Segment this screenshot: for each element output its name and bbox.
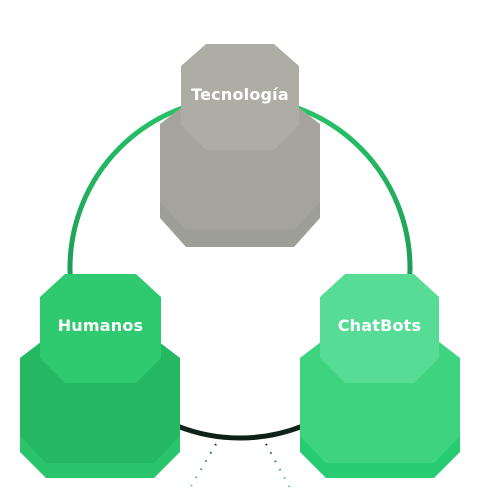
node-label-humanos: Humanos [57, 316, 144, 335]
node-chatbots [300, 274, 460, 478]
node-humanos [20, 274, 180, 478]
node-label-tecnologia: Tecnología [191, 85, 289, 104]
node-tecnologia [160, 44, 320, 247]
node-label-chatbots: ChatBots [337, 316, 422, 335]
dotted-connectors [189, 282, 291, 488]
